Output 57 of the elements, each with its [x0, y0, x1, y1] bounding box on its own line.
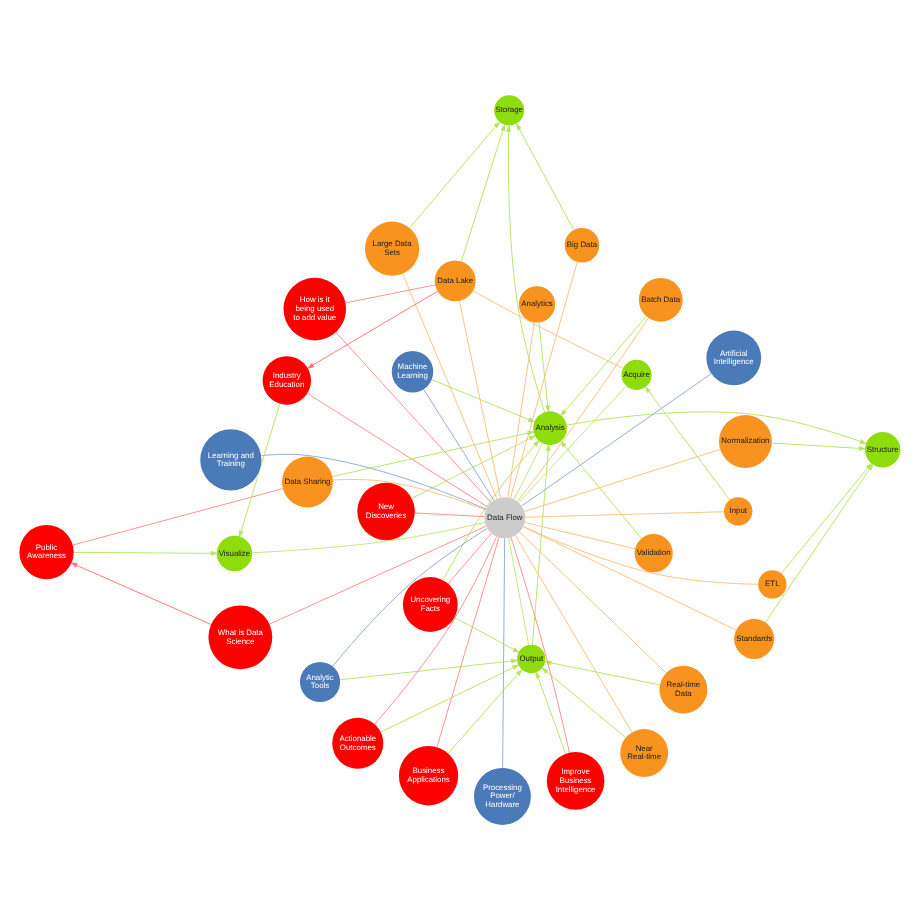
connector	[458, 300, 502, 499]
arrow	[645, 386, 731, 501]
connector	[522, 526, 737, 631]
connector	[518, 386, 627, 504]
arrow	[70, 562, 212, 625]
arrow	[431, 379, 535, 423]
arrow	[560, 441, 642, 539]
connector	[335, 331, 492, 504]
connector	[507, 321, 535, 499]
connector	[423, 388, 495, 501]
arrow	[442, 440, 540, 581]
arrow	[541, 667, 627, 739]
connector	[510, 536, 570, 753]
arrow	[516, 123, 575, 231]
connector	[447, 532, 492, 585]
arrow	[409, 121, 500, 229]
arrow	[566, 411, 867, 444]
connector	[332, 479, 487, 511]
connector	[472, 290, 623, 369]
connector	[523, 449, 721, 513]
connector	[516, 317, 649, 503]
connector	[502, 537, 506, 769]
arrow	[531, 444, 551, 645]
connector	[508, 537, 530, 646]
arrow	[506, 125, 546, 413]
arrow	[380, 664, 519, 733]
connector	[307, 393, 488, 508]
connector	[261, 453, 487, 510]
connector	[509, 261, 578, 499]
arrow	[560, 316, 647, 416]
connector	[524, 511, 725, 518]
connector	[522, 526, 759, 585]
connector	[521, 373, 712, 507]
connector	[332, 527, 488, 667]
arrow	[73, 550, 218, 556]
arrow	[339, 658, 518, 681]
connector	[345, 284, 436, 304]
arrow	[447, 669, 523, 754]
connector	[524, 521, 636, 550]
arrow	[538, 322, 551, 412]
arrow	[454, 617, 520, 653]
arrow	[544, 660, 661, 686]
arrow	[331, 430, 534, 477]
connector	[72, 488, 284, 546]
arrow	[460, 124, 506, 262]
arrow	[307, 290, 438, 369]
connector	[402, 273, 498, 500]
connector	[513, 442, 543, 501]
connector	[374, 536, 498, 725]
connector	[251, 521, 486, 554]
connector	[436, 536, 500, 748]
connector	[269, 525, 487, 625]
arrow	[771, 442, 866, 451]
arrow	[535, 671, 567, 754]
arrow	[238, 403, 281, 537]
arrow	[411, 435, 536, 499]
connector	[414, 512, 485, 518]
